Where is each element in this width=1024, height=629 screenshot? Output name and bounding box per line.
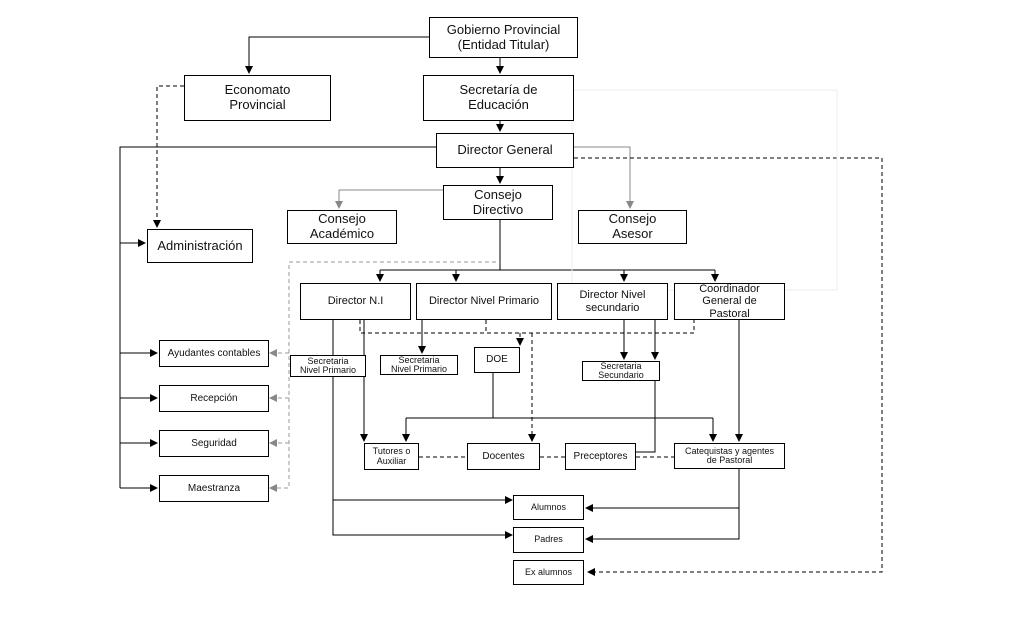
node-secretaria-ni: Secretaria Nivel Primario [290,355,366,377]
node-director-ni: Director N.I [300,283,411,320]
node-ex-alumnos: Ex alumnos [513,560,584,585]
node-seguridad: Seguridad [159,430,269,457]
node-preceptores: Preceptores [565,443,636,470]
node-consejo-asesor: Consejo Asesor [578,210,687,244]
node-director-general: Director General [436,133,574,168]
node-administracion: Administración [147,229,253,263]
node-doe: DOE [474,347,520,373]
node-alumnos: Alumnos [513,495,584,520]
node-secretaria-secundario: Secretaria Secundario [582,361,660,381]
node-padres: Padres [513,527,584,553]
node-gobierno-provincial: Gobierno Provincial (Entidad Titular) [429,17,578,58]
node-director-nivel-primario: Director Nivel Primario [416,283,552,320]
node-tutores-auxiliar: Tutores o Auxiliar [364,443,419,470]
node-ayudantes-contables: Ayudantes contables [159,340,269,367]
node-catequistas-pastoral: Catequistas y agentes de Pastoral [674,443,785,469]
node-consejo-directivo: Consejo Directivo [443,185,553,220]
node-director-nivel-secundario: Director Nivel secundario [557,283,668,320]
node-consejo-academico: Consejo Académico [287,210,397,244]
node-secretaria-educacion: Secretaría de Educación [423,75,574,121]
node-recepcion: Recepción [159,385,269,412]
node-secretaria-nivel-primario: Secretaria Nivel Primario [380,355,458,375]
node-maestranza: Maestranza [159,475,269,502]
node-coordinador-pastoral: Coordinador General de Pastoral [674,283,785,320]
node-economato-provincial: Economato Provincial [184,75,331,121]
node-docentes: Docentes [467,443,540,470]
